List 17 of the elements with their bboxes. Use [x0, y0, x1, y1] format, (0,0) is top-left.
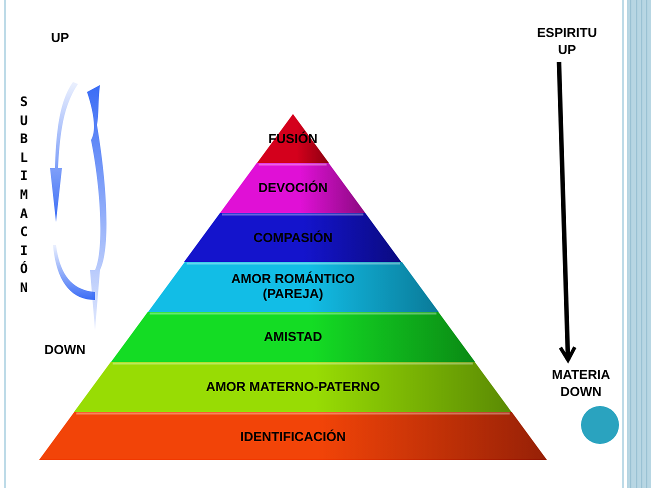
band-label: DEVOCIÓN: [257, 180, 329, 195]
pyramid-band: [110, 312, 476, 362]
pyramid-band: [39, 412, 547, 460]
pole-label: MATERIA DOWN: [550, 366, 612, 400]
vertical-label: SUBLIMACIÓN: [20, 94, 28, 298]
band-label: AMOR MATERNO-PATERNO: [204, 379, 382, 394]
pole-label: UP: [50, 30, 70, 46]
pole-label: DOWN: [43, 342, 87, 358]
band-label: COMPASIÓN: [252, 230, 334, 245]
arrow: [556, 62, 577, 362]
band-label: AMISTAD: [262, 329, 324, 344]
band-label: AMOR ROMÁNTICO (PAREJA): [230, 271, 356, 301]
pyramid-band: [74, 362, 512, 412]
band-label: IDENTIFICACIÓN: [239, 429, 347, 444]
pyramid-band: [184, 213, 402, 262]
pyramid-band: [148, 262, 438, 312]
pole-label: ESPIRITU UP: [536, 24, 598, 58]
